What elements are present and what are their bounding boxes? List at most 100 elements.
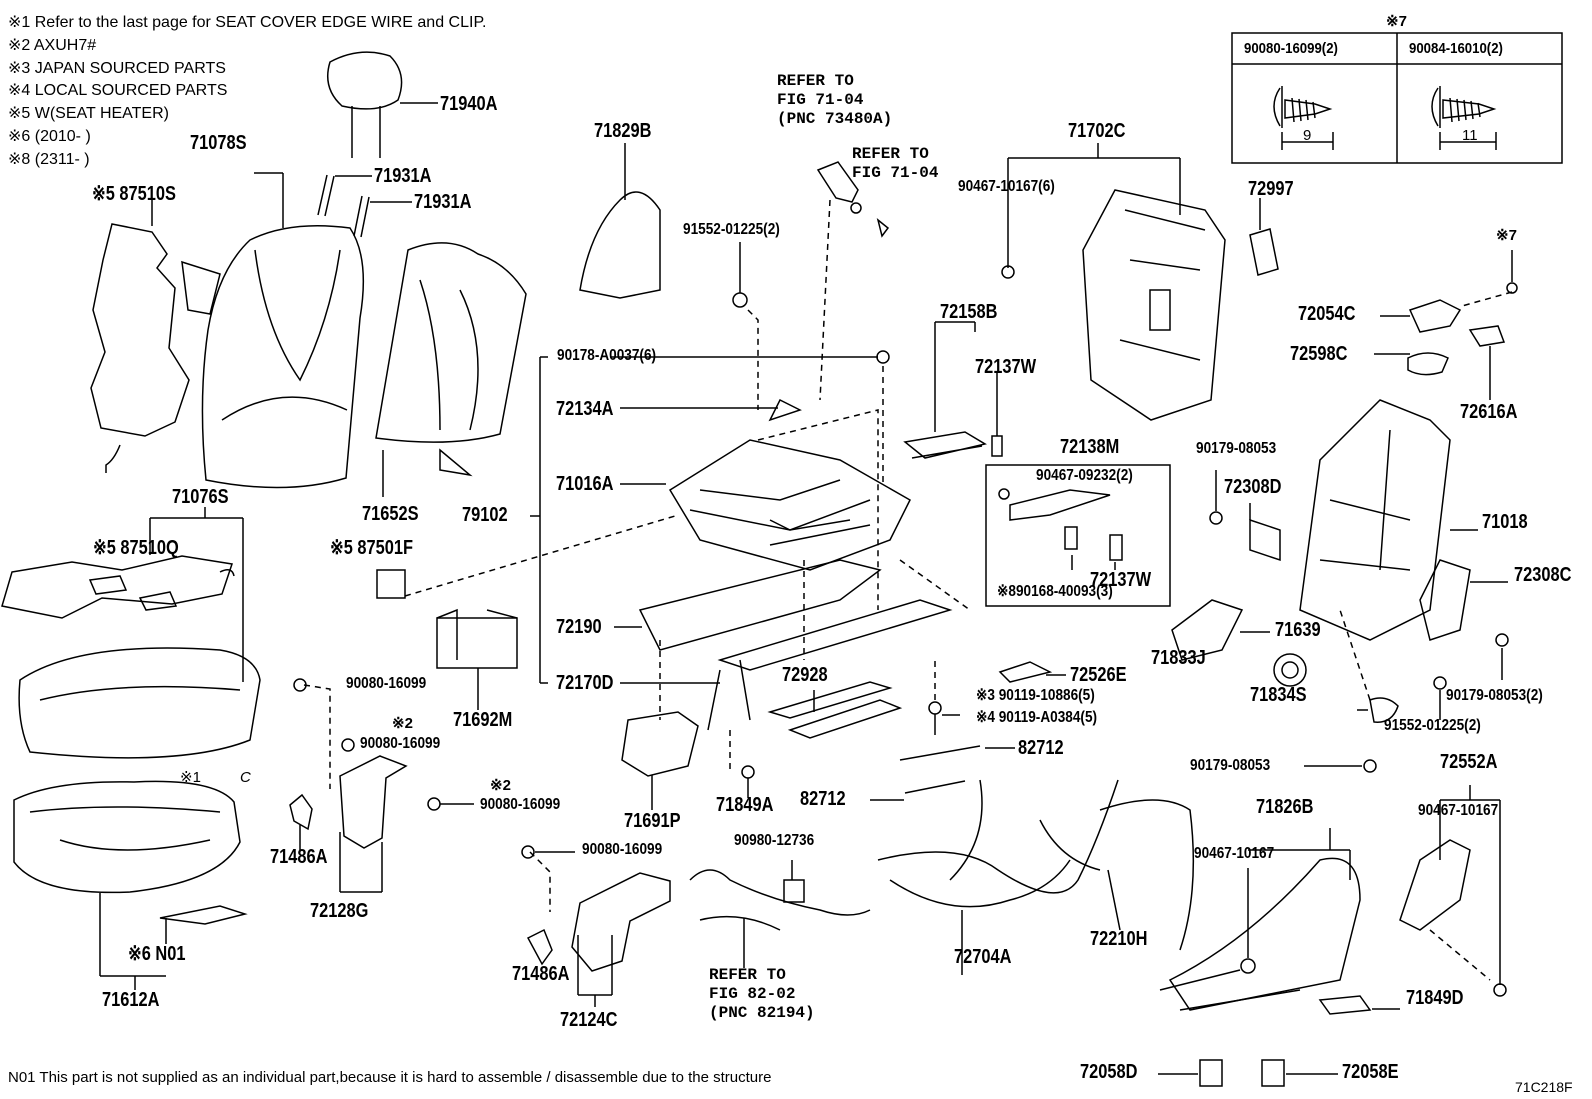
part-label[interactable]: 72210H bbox=[1090, 928, 1148, 950]
fastener-table bbox=[1231, 32, 1563, 164]
part-label[interactable]: 90179-08053(2) bbox=[1446, 687, 1543, 704]
part-label[interactable]: 72308D bbox=[1224, 476, 1282, 498]
side-cover-drawing bbox=[289, 515, 676, 893]
part-label[interactable]: 72134A bbox=[556, 398, 614, 420]
part-label[interactable]: 90080-16099 bbox=[360, 735, 441, 752]
part-label[interactable]: 71612A bbox=[102, 989, 160, 1011]
part-label[interactable]: 72598C bbox=[1290, 343, 1348, 365]
part-label[interactable]: 79102 bbox=[462, 504, 508, 526]
part-label[interactable]: 71931A bbox=[414, 191, 472, 213]
part-label[interactable]: 90467-10167(6) bbox=[958, 178, 1055, 195]
note-5: ※5 W(SEAT HEATER) bbox=[8, 105, 169, 122]
part-label[interactable]: 71016A bbox=[556, 473, 614, 495]
refer-fig-71-04-b[interactable]: REFER TO FIG 71-04 bbox=[852, 145, 939, 182]
seat-cushion-cover-drawing bbox=[18, 647, 261, 759]
part-label[interactable]: ※3 90119-10886(5) bbox=[976, 687, 1095, 704]
side-shield-drawing bbox=[1159, 828, 1400, 1015]
front-cover-drawing bbox=[521, 711, 699, 1007]
footnote: N01 This part is not supplied as an indi… bbox=[8, 1069, 772, 1086]
switch-parts-drawing bbox=[903, 321, 1171, 607]
part-label: C bbox=[240, 769, 251, 786]
note-2: ※2 AXUH7# bbox=[8, 37, 97, 54]
part-label[interactable]: 71849A bbox=[716, 794, 774, 816]
screw-icon-left bbox=[1273, 86, 1334, 150]
part-label[interactable]: 72704A bbox=[954, 946, 1012, 968]
part-label[interactable]: 72616A bbox=[1460, 401, 1518, 423]
part-label[interactable]: 71826B bbox=[1256, 796, 1314, 818]
fastener-dim-2: 11 bbox=[1462, 127, 1478, 144]
part-label[interactable]: ※6 N01 bbox=[128, 943, 186, 965]
part-label[interactable]: ※4 90119-A0384(5) bbox=[976, 709, 1098, 726]
side-cover-right-drawing bbox=[1399, 785, 1507, 997]
part-label[interactable]: 72552A bbox=[1440, 751, 1498, 773]
part-label[interactable]: 72054C bbox=[1298, 303, 1356, 325]
part-label[interactable]: 90178-A0037(6) bbox=[557, 347, 657, 364]
part-label[interactable]: 71018 bbox=[1482, 511, 1528, 533]
part-label[interactable]: 71652S bbox=[362, 503, 419, 525]
part-label[interactable]: 72137W bbox=[1090, 569, 1152, 591]
screw-icon-right bbox=[1431, 86, 1497, 150]
part-label[interactable]: 72526E bbox=[1070, 664, 1127, 686]
part-label[interactable]: 71931A bbox=[374, 165, 432, 187]
note-6: ※6 (2010- ) bbox=[8, 128, 91, 145]
part-label[interactable]: 82712 bbox=[1018, 737, 1064, 759]
part-label[interactable]: ※890168-40093(3) bbox=[997, 583, 1113, 600]
part-label[interactable]: 71486A bbox=[512, 963, 570, 985]
part-label[interactable]: 71076S bbox=[172, 486, 229, 508]
part-label[interactable]: 71078S bbox=[190, 132, 247, 154]
seatback-heater-drawing bbox=[90, 200, 221, 473]
fastener-col-1[interactable]: 90080-16099(2) bbox=[1244, 40, 1338, 57]
part-label: ※2 bbox=[392, 715, 413, 732]
part-label[interactable]: ※5 87510Q bbox=[93, 537, 179, 559]
part-label[interactable]: 72928 bbox=[782, 664, 828, 686]
part-label[interactable]: 72190 bbox=[556, 616, 602, 638]
part-label[interactable]: 72308C bbox=[1514, 564, 1572, 586]
part-label[interactable]: ※5 87501F bbox=[330, 537, 414, 559]
part-label[interactable]: 72128G bbox=[310, 900, 369, 922]
recliner-knob-drawing bbox=[1171, 599, 1399, 773]
note-3: ※3 JAPAN SOURCED PARTS bbox=[8, 60, 226, 77]
refer-fig-71-04-a[interactable]: REFER TO FIG 71-04 (PNC 73480A) bbox=[777, 72, 893, 128]
part-label[interactable]: 90467-10167 bbox=[1194, 845, 1275, 862]
part-label[interactable]: 91552-01225(2) bbox=[1384, 717, 1481, 734]
part-label[interactable]: 90980-12736 bbox=[734, 832, 815, 849]
switch-covers-drawing bbox=[1158, 1059, 1338, 1087]
part-label[interactable]: 71849D bbox=[1406, 987, 1464, 1009]
part-label[interactable]: 71639 bbox=[1275, 619, 1321, 641]
part-label[interactable]: 91552-01225(2) bbox=[683, 221, 780, 238]
part-label[interactable]: 90080-16099 bbox=[480, 796, 561, 813]
part-label[interactable]: 71833J bbox=[1151, 647, 1206, 669]
part-label[interactable]: 90179-08053 bbox=[1190, 757, 1271, 774]
part-label[interactable]: 90179-08053 bbox=[1196, 440, 1277, 457]
part-label[interactable]: 90080-16099 bbox=[346, 675, 427, 692]
part-label[interactable]: 72138M bbox=[1060, 436, 1120, 458]
part-label[interactable]: 71834S bbox=[1250, 684, 1307, 706]
part-label[interactable]: 71940A bbox=[440, 93, 498, 115]
fastener-table-title: ※7 bbox=[1386, 13, 1407, 30]
part-label[interactable]: 90467-09232(2) bbox=[1036, 467, 1133, 484]
part-label[interactable]: 90080-16099 bbox=[582, 841, 663, 858]
part-label[interactable]: 72058E bbox=[1342, 1061, 1399, 1083]
seat-heater-drawing bbox=[1, 507, 244, 682]
part-label[interactable]: 72170D bbox=[556, 672, 614, 694]
part-label[interactable]: ※5 87510S bbox=[92, 183, 176, 205]
part-label[interactable]: 71692M bbox=[453, 709, 513, 731]
part-label[interactable]: 71829B bbox=[594, 120, 652, 142]
part-label[interactable]: 82712 bbox=[800, 788, 846, 810]
part-label[interactable]: 71486A bbox=[270, 846, 328, 868]
seatback-board-drawing bbox=[1001, 143, 1279, 421]
part-label[interactable]: 72997 bbox=[1248, 178, 1294, 200]
part-label[interactable]: 71691P bbox=[624, 810, 681, 832]
refer-fig-82-02[interactable]: REFER TO FIG 82-02 (PNC 82194) bbox=[709, 966, 815, 1022]
screw-icons-71931A bbox=[317, 174, 412, 238]
fastener-col-2[interactable]: 90084-16010(2) bbox=[1409, 40, 1503, 57]
part-label[interactable]: 72058D bbox=[1080, 1061, 1138, 1083]
note-4: ※4 LOCAL SOURCED PARTS bbox=[8, 82, 228, 99]
part-label[interactable]: 71702C bbox=[1068, 120, 1126, 142]
part-label[interactable]: 90467-10167 bbox=[1418, 802, 1499, 819]
part-label[interactable]: 72158B bbox=[940, 301, 998, 323]
part-label[interactable]: 72137W bbox=[975, 356, 1037, 378]
part-label[interactable]: 72124C bbox=[560, 1009, 618, 1031]
